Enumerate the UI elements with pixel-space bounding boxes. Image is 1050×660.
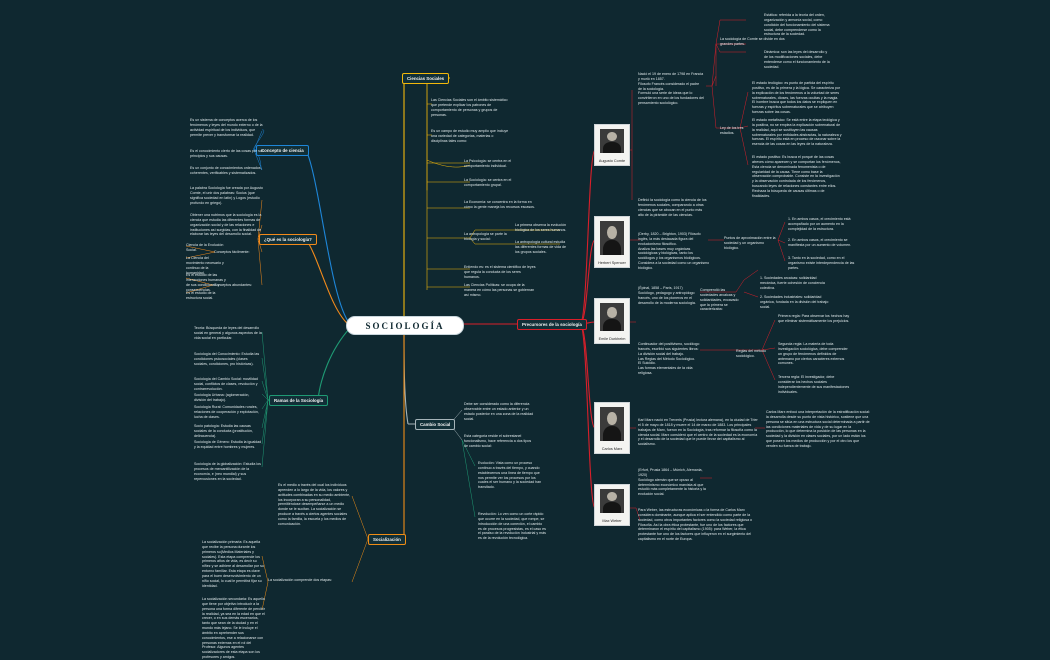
comte-thesis: La sociología de Comte se divide en dos … (720, 37, 785, 46)
durkheim-name: Emile Durkheim (598, 337, 626, 341)
comte-part-0: Estática: referida a la teoría del orden… (764, 13, 830, 37)
que-es-group-1-item-0: Es el estudio de las interacciones human… (186, 273, 226, 292)
durkheim-point-1: 2. Sociedades industriales: solidaridad … (760, 295, 829, 309)
ciencias-item-6: Entiendo es: es el sistema científico de… (464, 265, 536, 279)
node-precursores[interactable]: Precursores de la sociología (517, 319, 587, 330)
que-es-group-0-label: Conceptos fácilmente: (214, 250, 250, 254)
ramas-item-2: Sociología del Cambio Social: movilidad … (194, 377, 258, 391)
ramas-item-6: Sociología de Género: Estudia la igualda… (194, 440, 262, 449)
socializacion-stage-1: La socialización secundaria: Es aquella … (202, 597, 265, 660)
comte-closing: Definió la sociología como la ciencia de… (638, 198, 707, 217)
portrait-weber: Max Weber (594, 484, 630, 526)
node-cambio-social[interactable]: Cambio Social (415, 419, 456, 430)
marx-bio: Karl Marx nació en Treveris (Prusia) lec… (638, 418, 758, 447)
que-es-group-1-label: Conceptos abundantes: (214, 283, 252, 287)
node-socializacion[interactable]: Socialización (368, 534, 406, 545)
socializacion-intro: Es el medio a través del cual los indivi… (278, 483, 351, 526)
portrait-comte: Augusto Comte (594, 124, 630, 166)
antropologia-item-1: La antropología cultural estudia las dif… (515, 240, 566, 254)
spencer-name: Herbert Spencer (598, 261, 626, 265)
ramas-item-5: Socio patología: Estudia las causas soci… (194, 424, 253, 438)
cambio-type-1: Revolución: Lo ven como un corte rápido … (478, 512, 546, 541)
comte-law: Ley de los tres estadios. (720, 126, 744, 135)
portrait-durkheim: Emile Durkheim (594, 298, 630, 344)
node-concepto-ciencia[interactable]: Concepto de ciencia (256, 145, 309, 156)
ramas-item-3: Sociología Urbana: (aglomeración, divisi… (194, 393, 250, 402)
que-es-group-0-item-1: La Ciencia del movimiento necesario y co… (186, 256, 224, 275)
spencer-point-0: 1. En ambos casos, el crecimiento está a… (788, 217, 851, 231)
durkheim-rule-2: Tercera regla: El investigador, debe con… (778, 375, 850, 394)
cambio-type-0: Evolución: Vista como un proceso continu… (478, 461, 542, 490)
weber-bio: (Erfurt, Prusia 1864 – Múnich, Alemania,… (638, 468, 706, 497)
marx-name: Carlos Marx (601, 447, 623, 451)
concepto-item-1: Es el conocimiento cierto de las cosas p… (190, 149, 264, 158)
spencer-group: Puntos de aproximación entre la sociedad… (724, 236, 776, 250)
portrait-marx: Carlos Marx (594, 402, 630, 454)
socializacion-connector: La socialización comprende dos etapas: (268, 578, 332, 582)
comte-bio: Nació el 19 de enero de 1798 en Francia … (638, 72, 704, 106)
que-es-group-0-item-0: Ciencia de la Evolución Social. (186, 243, 224, 252)
ramas-item-1: Sociología del Conocimiento: Estudia las… (194, 352, 260, 366)
ciencias-item-3: La Sociología: se centra en el comportam… (464, 178, 512, 187)
ciencias-item-0: Las Ciencias Sociales son el ámbito sist… (431, 98, 508, 117)
comte-name: Augusto Comte (598, 159, 626, 163)
comte-stage-1: El estado metafísico: Se está entre la e… (752, 118, 842, 147)
ciencias-item-7: Las Ciencias Políticas: se ocupa de la m… (464, 283, 535, 297)
spencer-bio: (Derby, 1820 – Brighton, 1903) Filósofo … (638, 232, 710, 270)
node-ciencias-sociales[interactable]: Ciencias Sociales (402, 73, 450, 84)
durkheim-rule-0: Primera regla: Para observar los hechos … (778, 314, 850, 323)
durkheim-bio: (Épinal, 1858 – París, 1917) Sociólogo, … (638, 286, 696, 305)
durkheim-group: Comprendió las sociedades arcaicas y sol… (700, 288, 739, 312)
socializacion-stage-0: La socialización primaria: Es aquella qu… (202, 540, 264, 588)
ramas-item-7: Sociología de la globalización: Estudia … (194, 462, 261, 481)
durkheim-bio-2: Continuador del positivismo, sociólogo f… (638, 342, 700, 376)
durkheim-rule-1: Segunda regla: La materia de toda invest… (778, 342, 848, 366)
spencer-point-1: 2. En ambos casos, el crecimiento se man… (788, 238, 852, 247)
durkheim-group-2: Reglas del método sociológico. (736, 349, 766, 358)
que-es-intro-1: Obtener una nutrimos que la sociología e… (190, 213, 262, 237)
ciencias-item-5: La antropología se parte la biología y s… (464, 232, 507, 241)
que-es-group-1-item-1: Es el estudio de la estructura social. (186, 291, 216, 300)
concepto-item-0: Es un sistema de conceptos acerca de los… (190, 118, 263, 137)
portrait-spencer: Herbert Spencer (594, 216, 630, 268)
antropologia-item-0: La primera observa la evolución biológic… (515, 223, 567, 232)
durkheim-point-0: 1. Sociedades arcaicas: solidaridad mecá… (760, 276, 825, 290)
weber-name: Max Weber (602, 519, 622, 523)
ciencias-item-4: La Economía: se concentra en la forma en… (464, 200, 535, 209)
comte-stage-2: El estado positivo: Es busca el porqué d… (752, 155, 841, 198)
node-ramas[interactable]: Ramas de la Sociología (269, 395, 329, 406)
que-es-intro-0: La palabra Sociología fue creada por Aug… (190, 186, 263, 205)
concepto-item-2: Es un conjunto de conocimientos ordenado… (190, 166, 262, 175)
node-que-es[interactable]: ¿Qué es la sociología? (259, 234, 317, 245)
comte-part-1: Dinámica: son las leyes del desarrollo y… (764, 50, 830, 69)
ramas-item-4: Sociología Rural: Comunidades rurales, r… (194, 405, 259, 419)
ramas-item-0: Teoría: Búsqueda de leyes del desarrollo… (194, 326, 262, 340)
cambio-item-0: Debe ser considerado como la diferencia … (464, 402, 534, 421)
root-node[interactable]: SOCIOLOGÍA (346, 316, 464, 335)
spencer-point-2: 3. Tanto en la sociedad, como en el orga… (788, 256, 855, 270)
weber-body: Para Weber, las estructuras económicas o… (638, 508, 753, 542)
cambio-item-1: Esta categoría reside el sobrestanel fun… (464, 434, 532, 448)
ciencias-item-2: La Psicología: se centra en el comportam… (464, 159, 512, 168)
comte-stage-0: El estado teológico: es punto de partida… (752, 81, 841, 115)
marx-concept: Carlos Marx enfocó una interpretación de… (766, 410, 870, 448)
ciencias-item-1: Es un campo de estudio muy amplio que in… (431, 129, 509, 143)
